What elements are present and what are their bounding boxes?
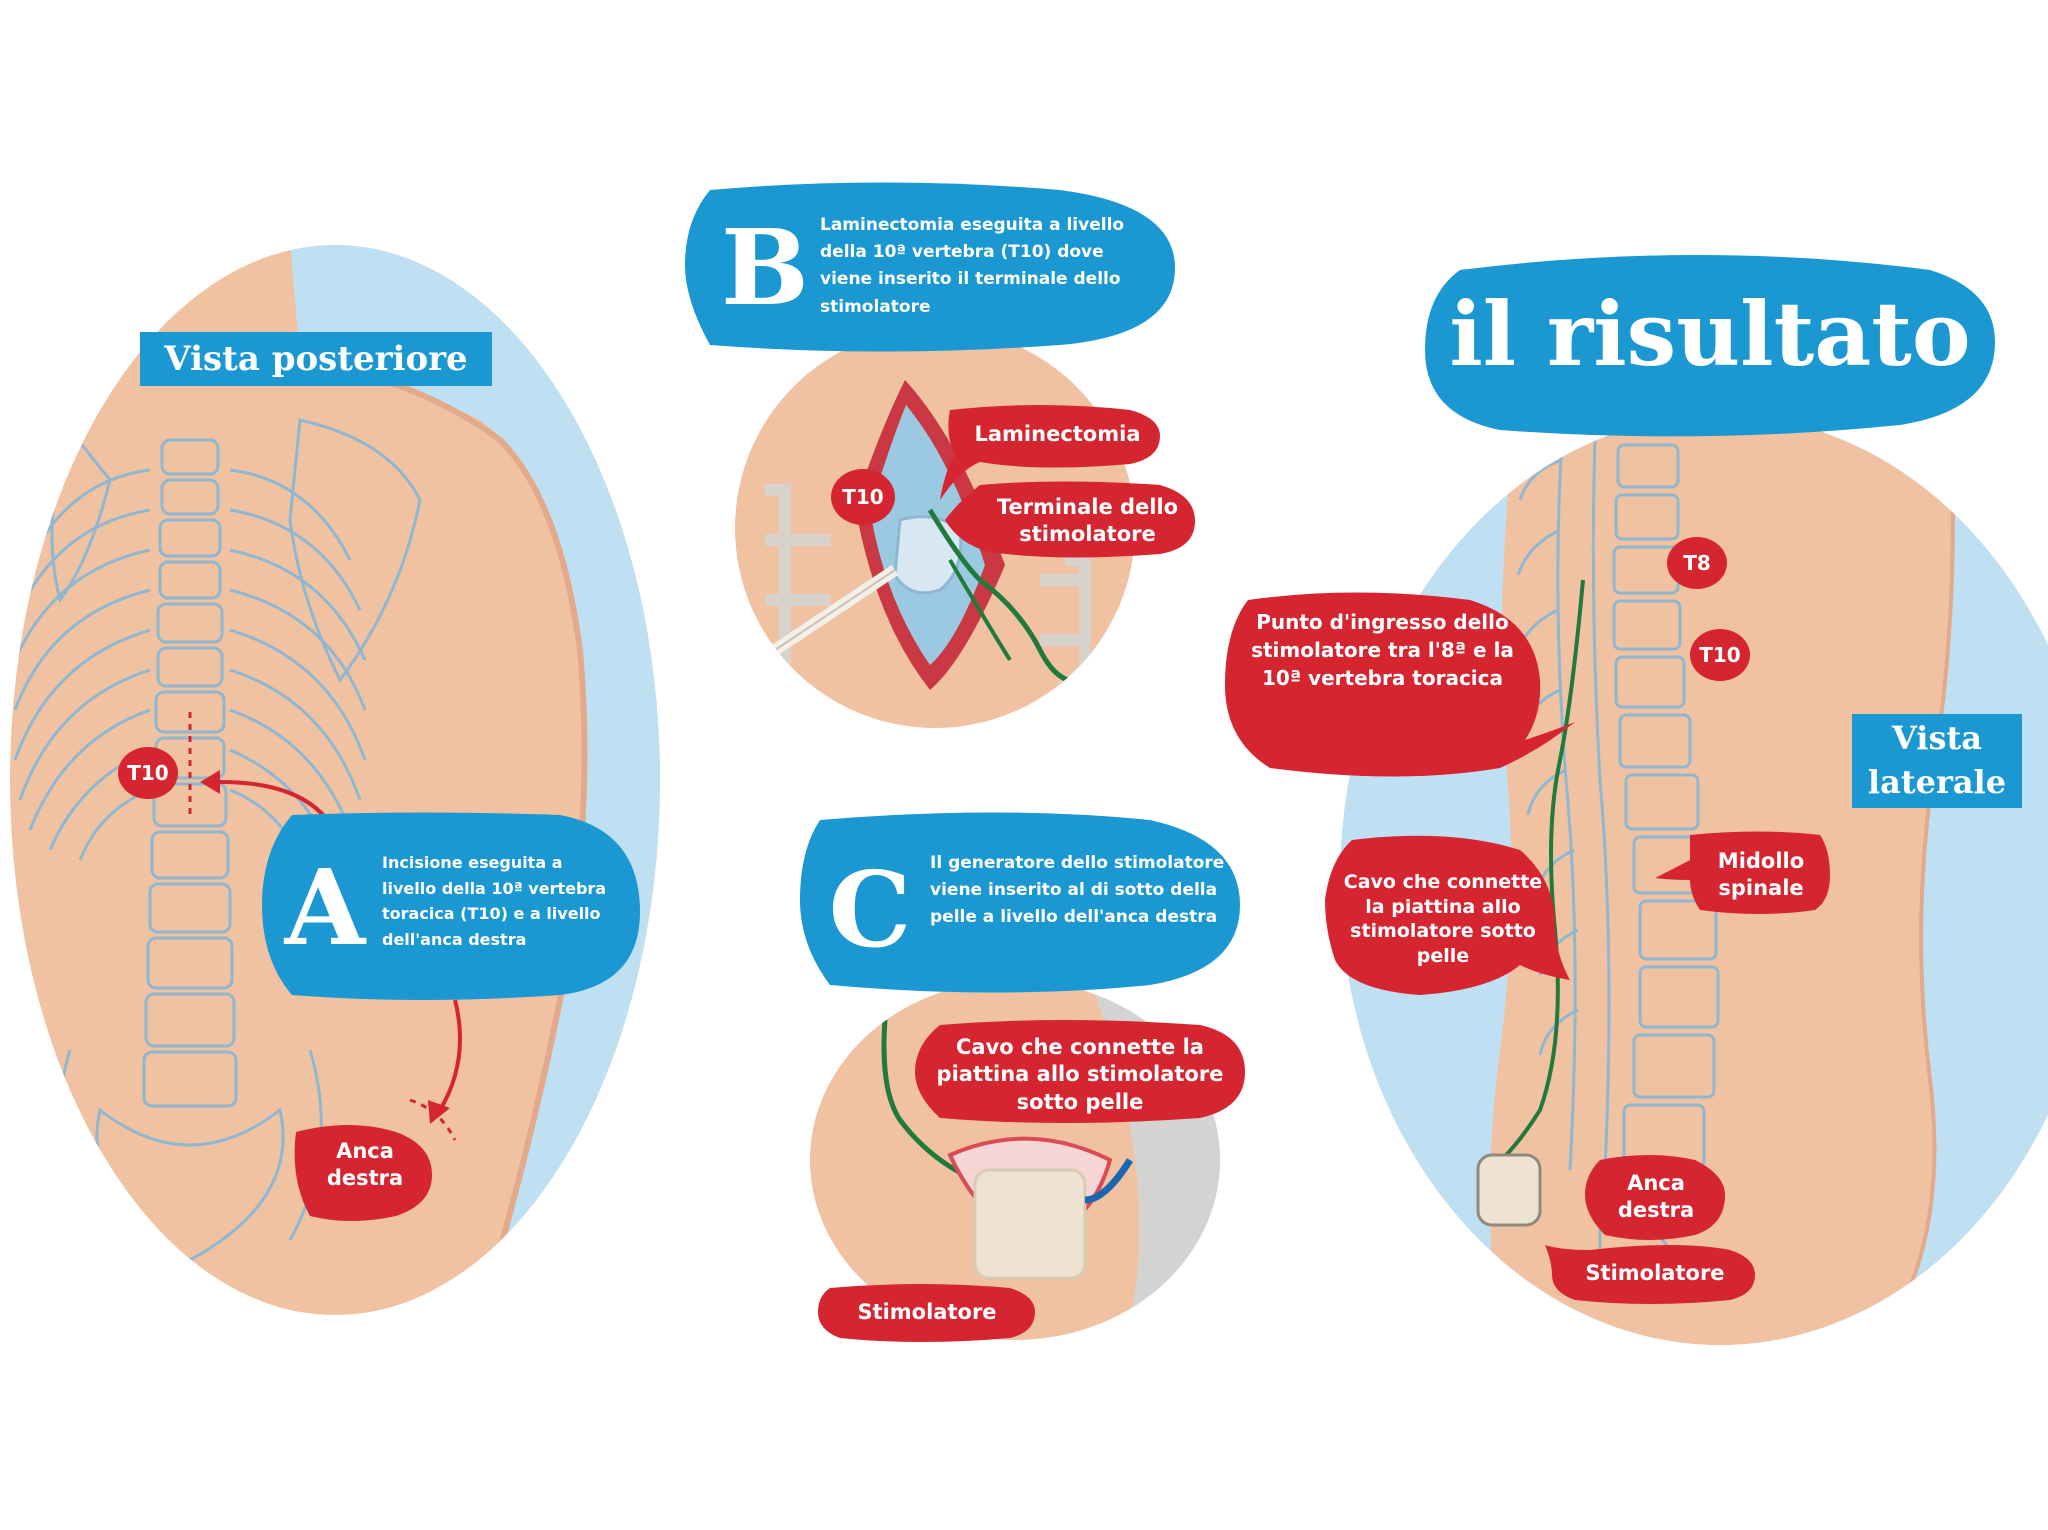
implanted-generator bbox=[973, 1168, 1087, 1280]
t10-badge-posterior-bg bbox=[118, 747, 178, 799]
step-c-text: Il generatore dello stimolatore viene in… bbox=[930, 853, 1225, 928]
t10-badge-b: T10 bbox=[842, 485, 884, 509]
posterior-shoulder-line bbox=[299, 357, 588, 1315]
posterior-sky bbox=[290, 245, 660, 1315]
step-c-callout-bg bbox=[800, 812, 1240, 993]
stimulator-label-c: Stimolatore bbox=[857, 1300, 997, 1324]
result-title: il risultato bbox=[1449, 282, 1971, 386]
surgical-instrument-outline bbox=[759, 569, 896, 661]
cable-callout-result-bg bbox=[1325, 835, 1570, 995]
result-panel bbox=[1225, 255, 2048, 1345]
step-a-text: Incisione eseguita a livello della 10ª v… bbox=[382, 853, 607, 949]
t10-badge-posterior: T10 bbox=[127, 761, 169, 785]
arrow-to-t10-head bbox=[200, 770, 220, 794]
posterior-view-label: Vista posteriore bbox=[140, 332, 492, 386]
terminal-label: Terminale dello stimolatore bbox=[996, 495, 1179, 547]
t8-badge-bg bbox=[1667, 537, 1727, 589]
stimulator-lead-c bbox=[881, 1019, 977, 1183]
implanted-stimulator bbox=[1476, 1153, 1542, 1227]
cable-label-c: Cavo che connette la piattina allo stimo… bbox=[936, 1035, 1224, 1114]
hip-label-posterior: Anca destra bbox=[326, 1139, 404, 1191]
cable-callout-c-bg bbox=[915, 1020, 1245, 1123]
entry-point-label: Punto d'ingresso dello stimolatore tra l… bbox=[1251, 610, 1514, 690]
surgical-frame bbox=[765, 484, 1091, 700]
t8-badge: T8 bbox=[1683, 551, 1711, 575]
hip-callout-bg bbox=[294, 1125, 432, 1221]
laminectomy-label: Laminectomia bbox=[974, 422, 1141, 446]
posterior-view-panel bbox=[10, 245, 660, 1315]
scapula-shape bbox=[288, 418, 422, 683]
arrow-to-hip bbox=[438, 999, 462, 1112]
spinal-canal bbox=[1591, 439, 1611, 1171]
lateral-view-label: Vista laterale bbox=[1852, 714, 2022, 808]
arrow-to-hip-head bbox=[428, 1100, 450, 1124]
t10-badge-result: T10 bbox=[1699, 643, 1741, 667]
stimulator-lead-b bbox=[927, 508, 1091, 685]
hip-callout-result-bg bbox=[1585, 1155, 1725, 1240]
terminal-callout-bg bbox=[945, 481, 1195, 558]
step-a-letter: A bbox=[284, 846, 366, 969]
stimulator-callout-result-bg bbox=[1545, 1245, 1755, 1304]
cable-label-result: Cavo che connette la piattina allo stimo… bbox=[1343, 871, 1543, 968]
insertion-arrow bbox=[1084, 1158, 1133, 1204]
result-body-edge bbox=[1878, 419, 1955, 1345]
hip-incision-line bbox=[409, 1098, 457, 1141]
stimulator-label-result: Stimolatore bbox=[1585, 1261, 1725, 1285]
stimulator-callout-c-bg bbox=[818, 1284, 1035, 1342]
step-a-callout-bg bbox=[262, 812, 640, 1000]
step-b-letter: B bbox=[721, 206, 809, 329]
stimulator-lead-b-2 bbox=[948, 558, 1012, 662]
spinal-canal-2 bbox=[1556, 439, 1577, 1171]
step-c-letter: C bbox=[828, 848, 912, 971]
step-b-text: Laminectomia eseguita a livello della 10… bbox=[820, 215, 1125, 317]
hip-label-result: Anca destra bbox=[1617, 1171, 1695, 1223]
spinal-cord-callout-bg bbox=[1655, 831, 1830, 914]
title-callout-bg bbox=[1425, 255, 1995, 437]
step-b-panel bbox=[685, 182, 1195, 728]
entry-callout-bg bbox=[1225, 592, 1575, 777]
spinal-cord-label: Midollo spinale bbox=[1717, 849, 1805, 901]
step-b-callout-bg bbox=[685, 182, 1175, 352]
t10-badge-b-bg bbox=[831, 469, 895, 525]
laminectomy-callout-bg bbox=[940, 405, 1160, 500]
t10-badge-result-bg bbox=[1690, 629, 1750, 681]
